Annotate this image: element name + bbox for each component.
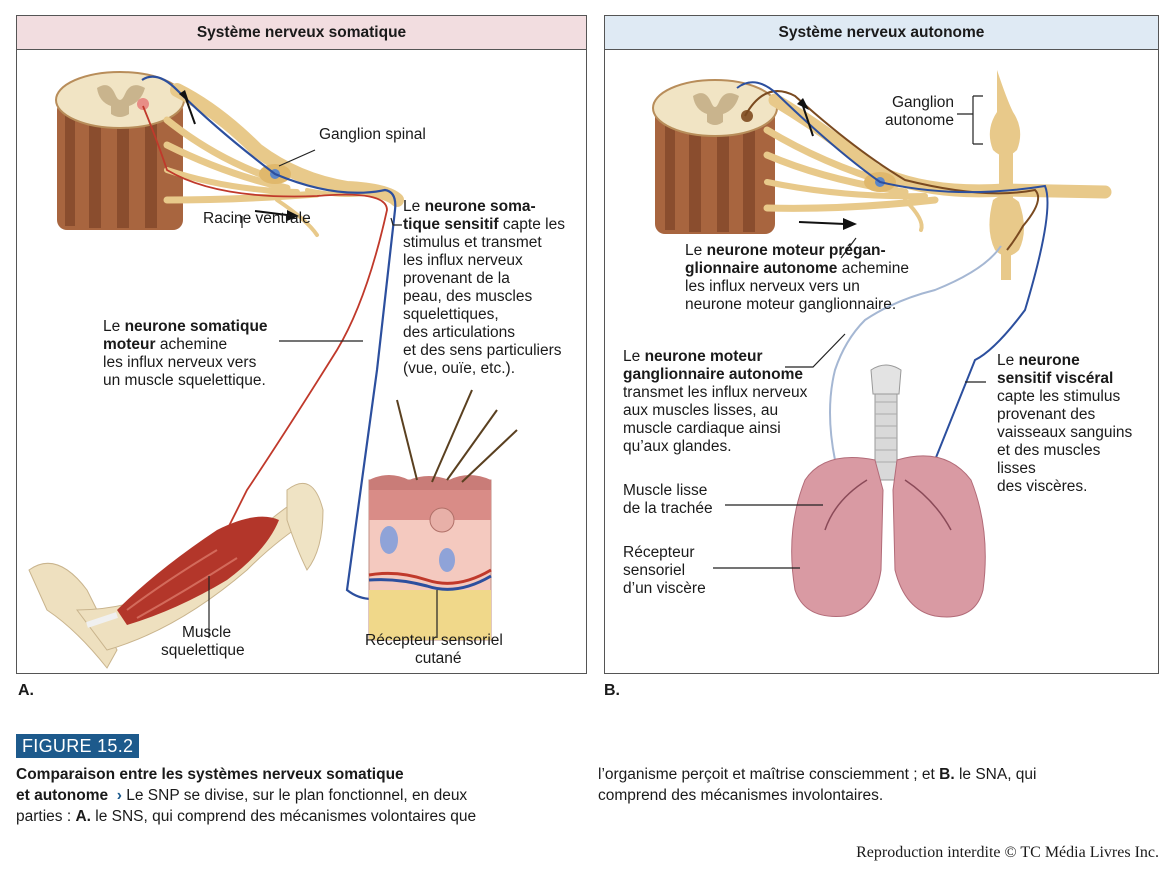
motor-neuron-path bbox=[142, 105, 388, 541]
skin-block bbox=[368, 389, 518, 641]
panel-somatic: Système nerveux somatique bbox=[16, 15, 587, 674]
panel-a-letter: A. bbox=[18, 682, 34, 699]
figure-badge: FIGURE 15.2 bbox=[16, 734, 140, 758]
label-ganglion-spinal: Ganglion spinal bbox=[319, 126, 426, 143]
spinal-cord bbox=[55, 71, 185, 230]
somatic-illustration bbox=[28, 71, 518, 669]
preganglionic-neuron-path bbox=[744, 90, 1039, 251]
panel-autonomic-title: Système nerveux autonome bbox=[605, 16, 1158, 50]
lungs bbox=[791, 364, 986, 618]
label-racine-ventrale: Racine ventrale bbox=[203, 210, 311, 227]
arm bbox=[28, 482, 324, 669]
panel-somatic-title: Système nerveux somatique bbox=[17, 16, 586, 50]
autonomic-illustration bbox=[652, 70, 1112, 618]
autonomic-ganglion bbox=[989, 70, 1024, 280]
spinal-cord-b bbox=[652, 79, 778, 234]
copyright-credit: Reproduction interdite © TC Média Livres… bbox=[856, 844, 1159, 861]
panel-autonomic: Système nerveux autonome bbox=[604, 15, 1159, 674]
panel-b-letter: B. bbox=[604, 682, 620, 699]
